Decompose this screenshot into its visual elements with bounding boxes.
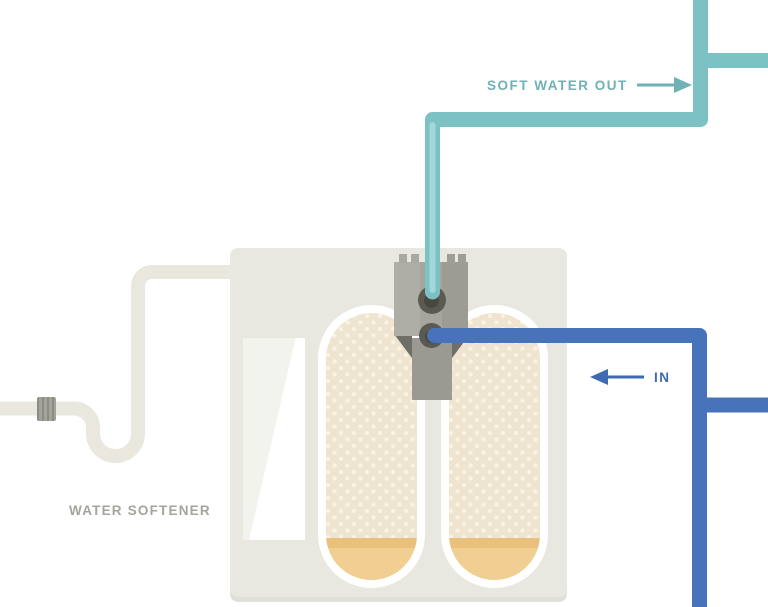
inlet-port-hole (425, 330, 438, 343)
drain-pipe (0, 265, 234, 463)
resin-surface-band (449, 538, 540, 548)
resin-bed (326, 548, 417, 580)
soft-water-out-label: SOFT WATER OUT (487, 76, 693, 94)
arrow-left-icon (590, 369, 644, 385)
resin-bed (449, 548, 540, 580)
valve-fin (447, 254, 455, 263)
water-in-label: IN (590, 368, 671, 386)
valve-fin (399, 254, 407, 263)
resin-tank-left-media (326, 313, 417, 580)
water-softener-label: WATER SOFTENER (69, 503, 211, 518)
resin-surface-band (326, 538, 417, 548)
sight-window (243, 338, 305, 540)
pipe-fitting (37, 397, 56, 421)
resin-tank-right-media (449, 313, 540, 580)
resin-tank-left (318, 305, 425, 588)
soft-water-out-text: SOFT WATER OUT (487, 77, 628, 93)
arrow-right-icon (636, 77, 692, 93)
valve-fin (411, 254, 419, 263)
outlet-port-hole (424, 293, 439, 308)
valve-fin (458, 254, 466, 263)
water-in-text: IN (654, 369, 671, 385)
